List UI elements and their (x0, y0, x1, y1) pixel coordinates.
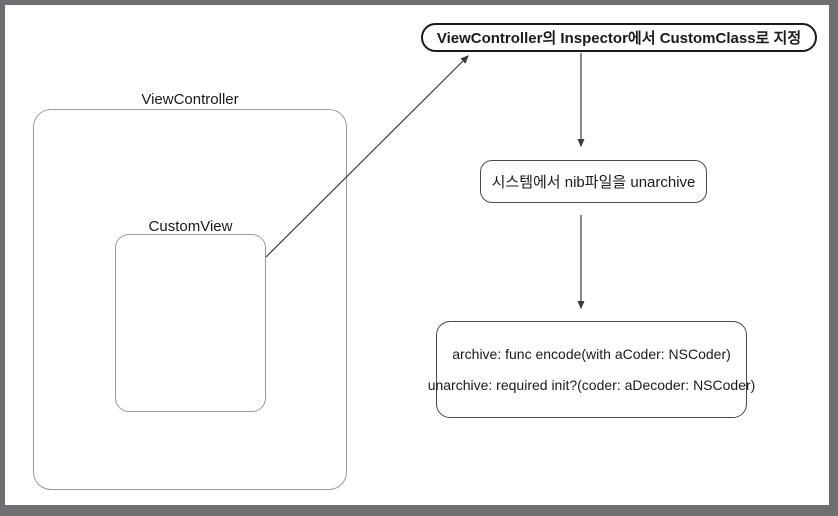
inspector-step-text: ViewController의 Inspector에서 CustomClass로… (436, 30, 802, 47)
unarchive-step-text: 시스템에서 nib파일을 unarchive (491, 174, 696, 191)
unarchive-method-text: unarchive: required init?(coder: aDecode… (427, 377, 756, 393)
customview-label: CustomView (148, 218, 233, 235)
inspector-step-box: ViewController의 Inspector에서 CustomClass로… (421, 23, 817, 52)
coder-methods-box: archive: func encode(with aCoder: NSCode… (428, 321, 755, 418)
archive-method-text: archive: func encode(with aCoder: NSCode… (452, 346, 731, 362)
customview-box (115, 234, 266, 412)
viewcontroller-label: ViewController (141, 91, 239, 108)
unarchive-step-box: 시스템에서 nib파일을 unarchive (480, 160, 707, 203)
